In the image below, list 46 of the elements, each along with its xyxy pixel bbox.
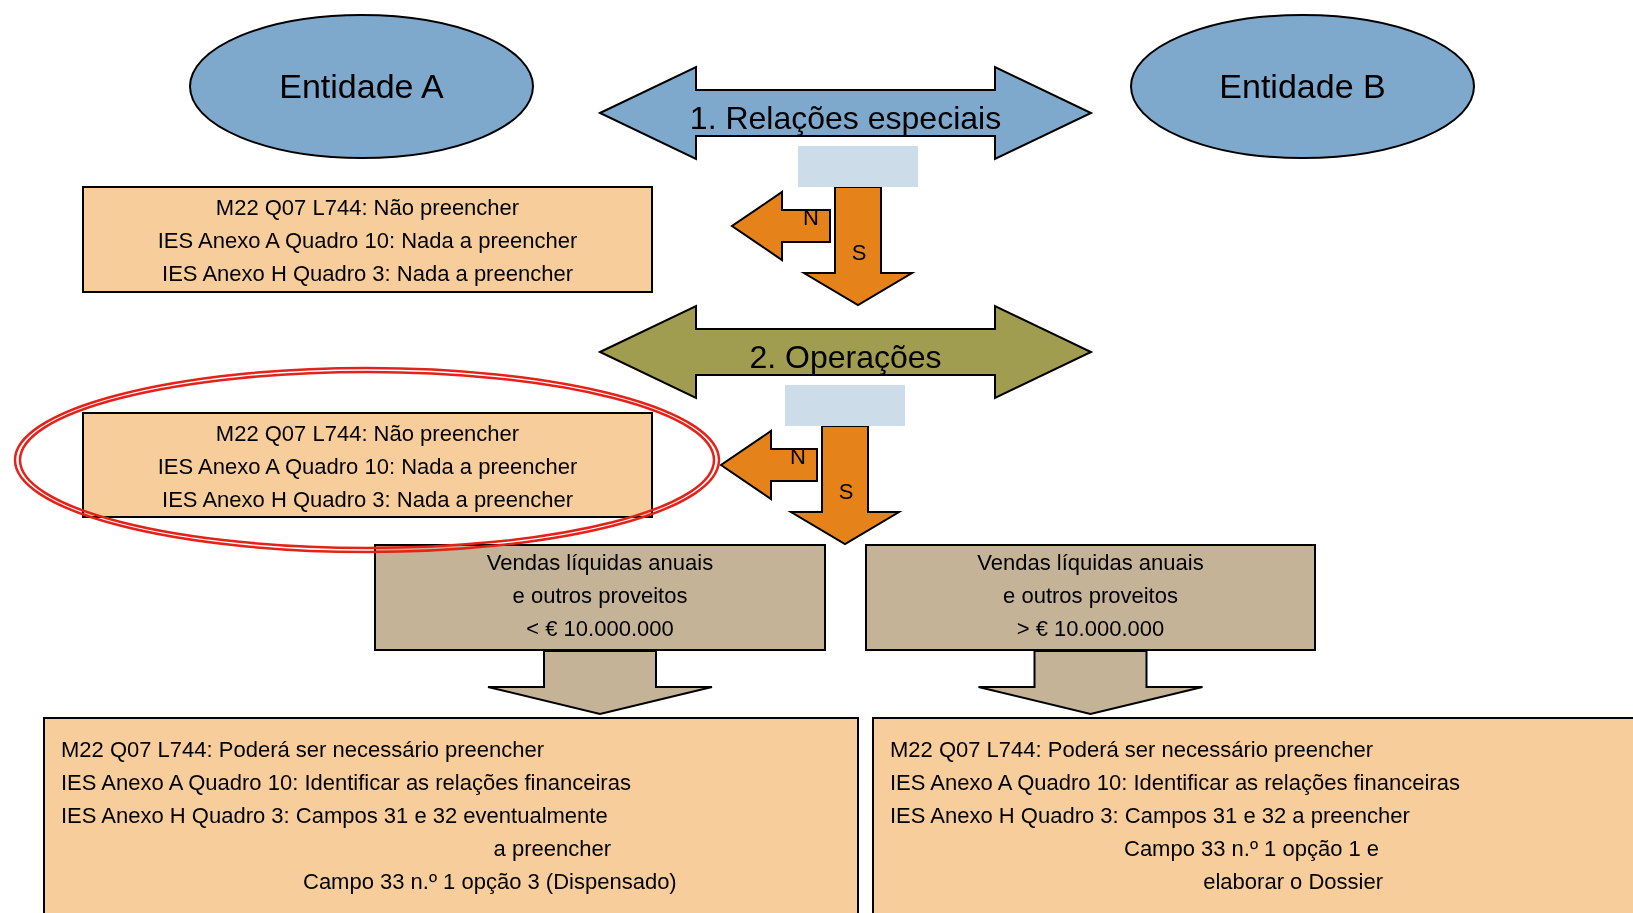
instruction-text: M22 Q07 L744: Não preencher [214,420,521,448]
blank-box [798,146,918,187]
condition-text: Vendas líquidas anuais [976,549,1205,577]
edge-label: N [790,446,806,468]
instruction-text: M22 Q07 L744: Poderá ser necessário preencher [61,736,546,764]
instruction-text: Campo 33 n.º 1 opção 3 (Dispensado) [303,868,678,896]
instruction-text: IES Anexo A Quadro 10: Identificar as relações financeiras [890,769,1461,797]
blank-box [785,385,905,426]
instruction-text: IES Anexo H Quadro 3: Nada a preencher [161,486,574,514]
instruction-text: IES Anexo A Quadro 10: Identificar as relações financeiras [61,769,632,797]
instruction-text: IES Anexo H Quadro 3: Nada a preencher [161,260,574,288]
condition-text: e outros proveitos [1002,582,1179,610]
condition-text: < € 10.000.000 [525,615,675,643]
instruction-text: M22 Q07 L744: Não preencher [214,194,521,222]
block-arrow [977,650,1204,716]
result-box [43,717,859,913]
condition-box [374,544,826,651]
block-arrow [719,429,818,501]
step-title: 1. Relações especiais [689,99,1002,137]
double-arrow-shape [599,66,1092,160]
edge-label: N [803,207,819,229]
instruction-text: IES Anexo H Quadro 3: Campos 31 e 32 a preencher [890,802,1411,830]
condition-text: Vendas líquidas anuais [485,549,715,577]
entity-ellipse [1130,14,1475,159]
instruction-text: Campo 33 n.º 1 opção 1 e elaborar o Dossier [1124,835,1383,896]
block-arrow [730,190,831,262]
result-box [872,717,1633,913]
instruction-text: IES Anexo A Quadro 10: Nada a preencher [156,453,579,481]
note-box [82,186,653,293]
block-arrow [787,425,903,546]
block-arrow [487,650,713,716]
condition-text: > € 10.000.000 [1015,615,1166,643]
step-title: 2. Operações [749,338,942,376]
entity-name: Entidade A [279,67,444,106]
instruction-text: M22 Q07 L744: Poderá ser necessário preencher [890,736,1375,764]
instruction-text: IES Anexo H Quadro 3: Campos 31 e 32 eventualmente a preencher [61,802,611,863]
edge-label: S [838,481,854,503]
instruction-text: IES Anexo A Quadro 10: Nada a preencher [156,227,579,255]
condition-box [865,544,1316,651]
entity-name: Entidade B [1219,67,1386,106]
block-arrow [800,186,916,307]
edge-label: S [851,242,867,264]
condition-text: e outros proveitos [511,582,689,610]
double-arrow-shape [599,305,1092,399]
note-box [82,412,653,518]
entity-ellipse [189,14,534,159]
